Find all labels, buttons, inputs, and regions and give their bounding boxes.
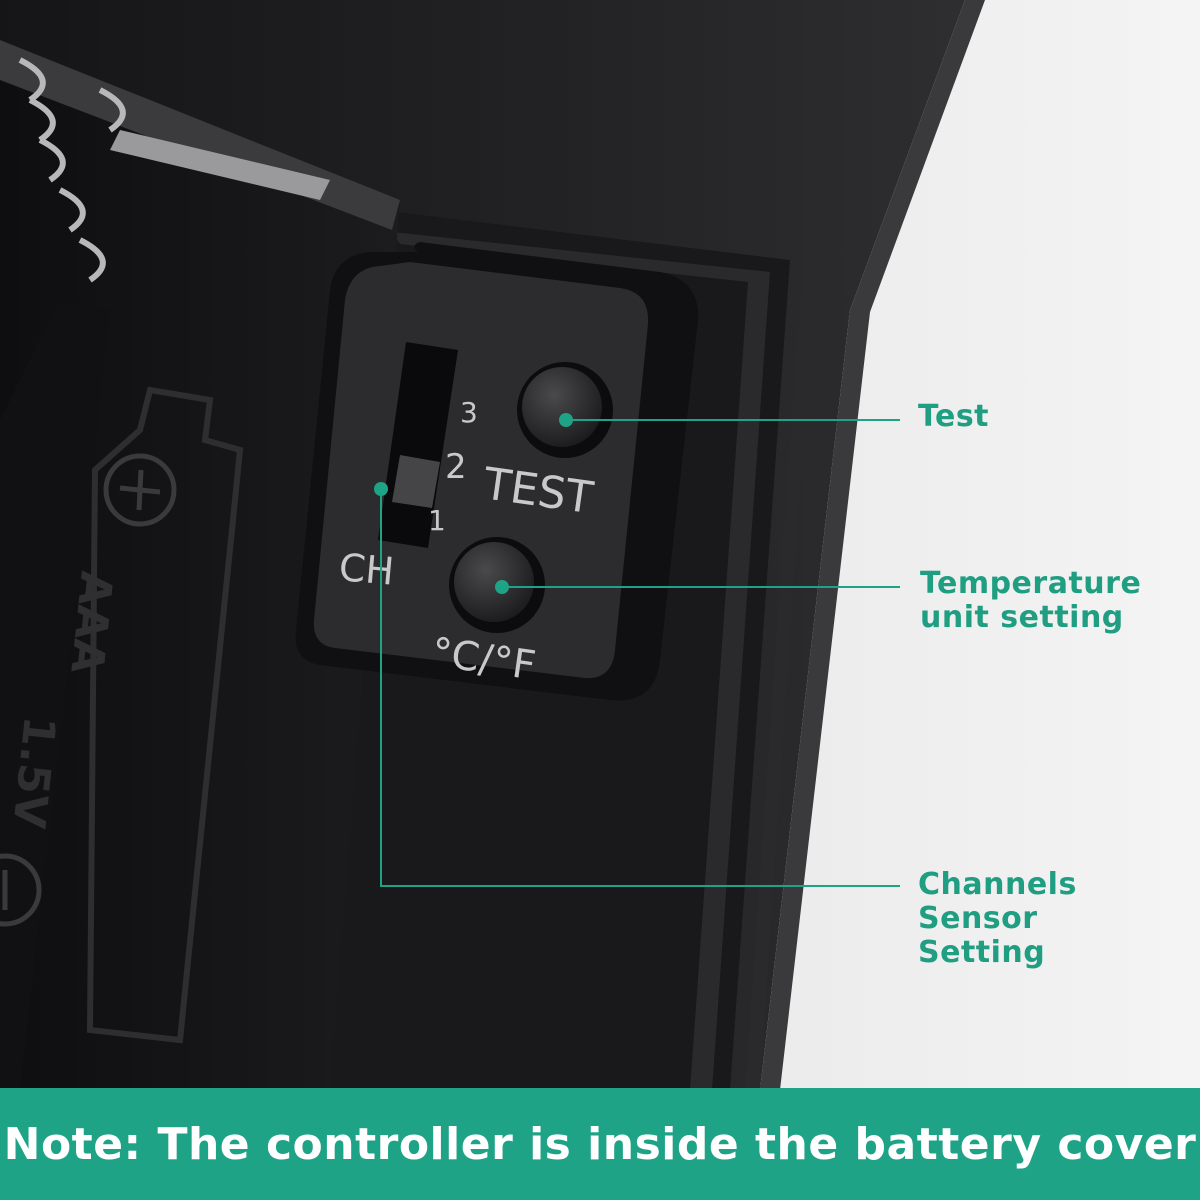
battery-voltage-text: 1.5V [2, 714, 64, 831]
note-banner: Note: The controller is inside the batte… [0, 1088, 1200, 1200]
callout-temperature-line1: Temperature [920, 566, 1142, 601]
note-text: Note: The controller is inside the batte… [3, 1118, 1197, 1170]
battery-outline [86, 386, 244, 1044]
callout-line-channels [380, 489, 900, 887]
battery-plus-icon [103, 453, 177, 527]
callout-dot-test [559, 413, 573, 427]
battery-bay [0, 40, 400, 1090]
channel-switch-slider[interactable] [392, 455, 440, 508]
callout-lines [380, 419, 900, 887]
switch-number-2: 2 [445, 447, 467, 487]
callout-label-test: Test [918, 400, 989, 434]
product-photo: AAA 1.5V 3 2 1 CH TEST °C/°F [0, 0, 1200, 1090]
callout-label-temperature: Temperature unit setting [920, 567, 1190, 635]
callout-dot-temperature [495, 580, 509, 594]
battery-contact [110, 130, 330, 200]
callout-label-channels: Channels Sensor Setting [918, 868, 1198, 970]
device-edge [760, 0, 985, 1090]
callout-channels-line1: Channels Sensor [918, 867, 1077, 936]
battery-spring-top [18, 57, 126, 283]
switch-number-1: 1 [428, 504, 446, 537]
battery-minus-icon [0, 853, 42, 927]
switch-label-ch: CH [337, 545, 396, 594]
test-button[interactable] [517, 362, 613, 458]
battery-type-text: AAA [60, 569, 121, 676]
switch-number-3: 3 [460, 396, 478, 429]
callout-dot-channels [374, 482, 388, 496]
callout-temperature-line2: unit setting [920, 600, 1124, 635]
callout-channels-line2: Setting [918, 935, 1046, 970]
callout-test-text: Test [918, 399, 990, 434]
